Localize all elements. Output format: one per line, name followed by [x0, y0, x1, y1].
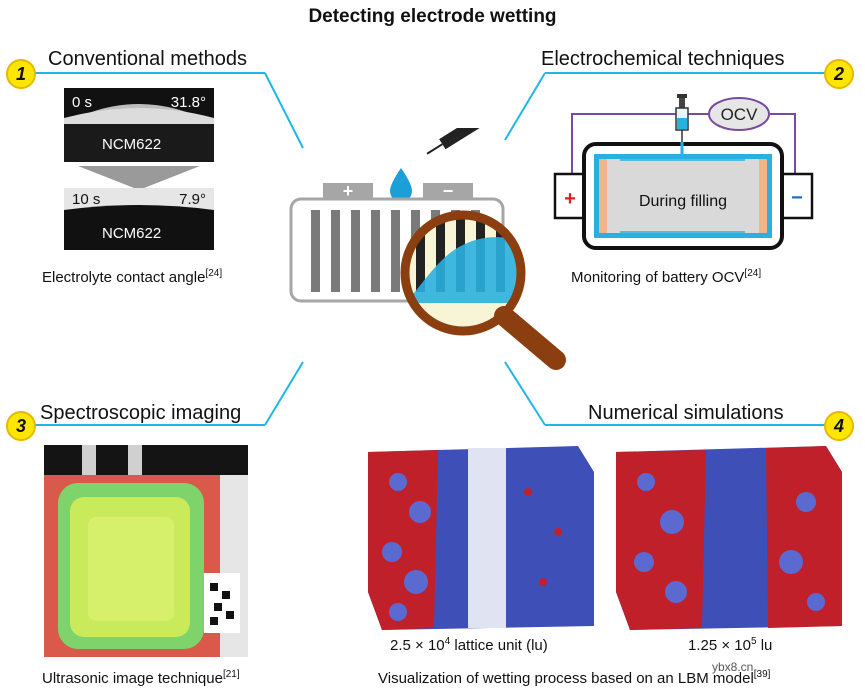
panel-4-caption: Visualization of wetting process based o…	[378, 669, 771, 687]
plus-terminal: +	[564, 188, 576, 210]
magnifier-ring	[400, 210, 526, 336]
ocv-meter-icon	[708, 97, 770, 131]
contact-angle-image-0s: 0 s 31.8° NCM622	[64, 88, 214, 162]
panel-2-caption: Monitoring of battery OCV[24]	[571, 268, 762, 286]
panel-1-heading: Conventional methods	[48, 48, 248, 70]
diagram-title: Detecting electrode wetting	[308, 6, 557, 27]
ncm622-label-top: NCM622	[102, 136, 162, 153]
lbm-simulation-early	[368, 446, 594, 630]
panel-3-caption: Ultrasonic image technique[21]	[42, 669, 240, 687]
panel-3-heading: Spectroscopic imaging	[40, 402, 242, 424]
panel-1-caption: Electrolyte contact angle[24]	[42, 268, 223, 286]
battery-magnifier-illustration: + −	[289, 128, 566, 370]
magnifier-handle	[494, 306, 566, 370]
panel-2-heading: Electrochemical techniques	[541, 48, 785, 70]
minus-terminal: −	[791, 187, 803, 209]
angle-label-31: 31.8°	[170, 94, 206, 111]
contact-angle-image-10s: 10 s 7.9° NCM622	[64, 188, 214, 250]
syringe-icon	[426, 128, 480, 155]
angle-label-7: 7.9°	[179, 191, 206, 208]
cell-label: During filling	[639, 193, 727, 210]
sim-right-caption: 1.25 × 105 lu	[688, 636, 773, 654]
panel-3-badge: 3	[6, 411, 36, 441]
positive-cap	[323, 183, 373, 199]
lbm-simulation-late	[616, 446, 842, 630]
center-minus: −	[443, 181, 454, 201]
electrolyte-drop-icon	[390, 168, 412, 202]
ocv-label: OCV	[721, 105, 759, 124]
ncm622-label-bottom: NCM622	[102, 225, 162, 242]
time-label-0s: 0 s	[72, 94, 93, 111]
ocv-cell-diagram: OCV + − During filling	[553, 94, 814, 250]
ultrasonic-image	[44, 445, 248, 657]
time-label-10s: 10 s	[72, 191, 101, 208]
watermark: ybx8.cn	[712, 660, 754, 674]
sim-left-caption: 2.5 × 104 lattice unit (lu)	[390, 636, 548, 654]
panel-1-badge: 1	[6, 59, 36, 89]
center-plus: +	[343, 181, 354, 201]
panel-2-badge: 2	[824, 59, 854, 89]
syringe-icon	[675, 94, 689, 142]
down-arrow-icon	[78, 166, 200, 190]
panel-4-badge: 4	[824, 411, 854, 441]
panel-4-heading: Numerical simulations	[588, 402, 784, 424]
negative-cap	[423, 183, 473, 199]
